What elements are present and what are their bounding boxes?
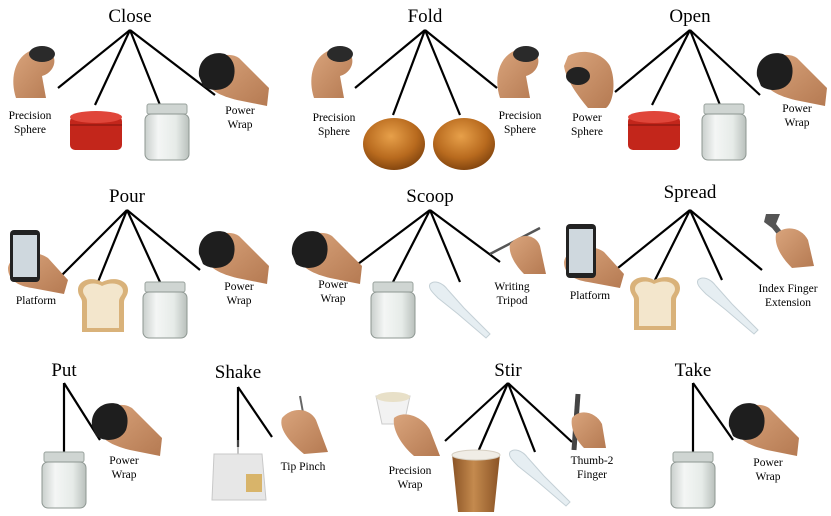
panel-title-put: Put bbox=[51, 360, 77, 381]
hand-spread-index-extension-icon bbox=[764, 214, 814, 268]
tea-bag-icon bbox=[211, 440, 267, 501]
bun-left-icon bbox=[363, 118, 425, 170]
glass-jar-pour-icon bbox=[142, 281, 188, 339]
plastic-knife-scoop-icon bbox=[429, 281, 491, 339]
glass-jar-icon bbox=[144, 103, 190, 161]
glass-jar-scoop-icon bbox=[370, 281, 416, 339]
red-cap-icon bbox=[70, 111, 122, 150]
hand-stir-thumb2-finger-icon bbox=[571, 393, 606, 451]
panel-title-take: Take bbox=[674, 360, 712, 381]
hand-open-power-wrap-icon bbox=[756, 53, 827, 106]
panel-title-scoop: Scoop bbox=[406, 186, 454, 207]
hand-stir-precision-wrap-icon bbox=[375, 392, 440, 456]
panel-title-pour: Pour bbox=[109, 186, 145, 207]
glass-jar-open-icon bbox=[701, 103, 747, 161]
grasp-label-shake-tip-pinch: Tip Pinch bbox=[280, 461, 326, 473]
panel-title-open: Open bbox=[669, 6, 711, 27]
paper-cup-icon bbox=[451, 449, 501, 512]
hand-scoop-power-wrap-icon bbox=[291, 231, 362, 284]
glass-jar-put-icon bbox=[41, 451, 87, 509]
hand-fold-right-icon bbox=[497, 46, 539, 98]
hand-fold-left-icon bbox=[311, 46, 353, 98]
hand-pour-power-wrap-icon bbox=[198, 231, 269, 284]
bread-slice-spread-icon bbox=[630, 277, 680, 330]
panel-title-close: Close bbox=[108, 6, 152, 27]
plastic-knife-spread-icon bbox=[697, 277, 759, 335]
grasp-label-spread-platform: Platform bbox=[569, 290, 611, 302]
grasp-label-pour-platform: Platform bbox=[15, 295, 57, 307]
red-cap-open-icon bbox=[628, 111, 680, 150]
glass-jar-take-icon bbox=[670, 451, 716, 509]
hand-put-power-wrap-icon bbox=[91, 403, 162, 456]
panel-title-spread: Spread bbox=[663, 182, 717, 203]
hand-shake-tip-pinch-icon bbox=[281, 395, 328, 454]
hand-take-power-wrap-icon bbox=[728, 403, 799, 456]
panel-title-stir: Stir bbox=[494, 360, 522, 381]
panel-title-fold: Fold bbox=[407, 6, 443, 27]
bun-right-icon bbox=[433, 118, 495, 170]
hand-close-power-wrap-icon bbox=[198, 53, 269, 106]
hand-scoop-writing-tripod-icon bbox=[489, 226, 546, 274]
hand-close-precision-sphere-icon bbox=[13, 46, 55, 98]
plastic-knife-stir-icon bbox=[509, 449, 571, 507]
hand-pour-platform-icon bbox=[8, 230, 68, 294]
hand-spread-platform-icon bbox=[564, 224, 624, 288]
panel-title-shake: Shake bbox=[214, 362, 262, 383]
hand-open-power-sphere-icon bbox=[564, 51, 614, 108]
bread-slice-icon bbox=[78, 279, 128, 332]
